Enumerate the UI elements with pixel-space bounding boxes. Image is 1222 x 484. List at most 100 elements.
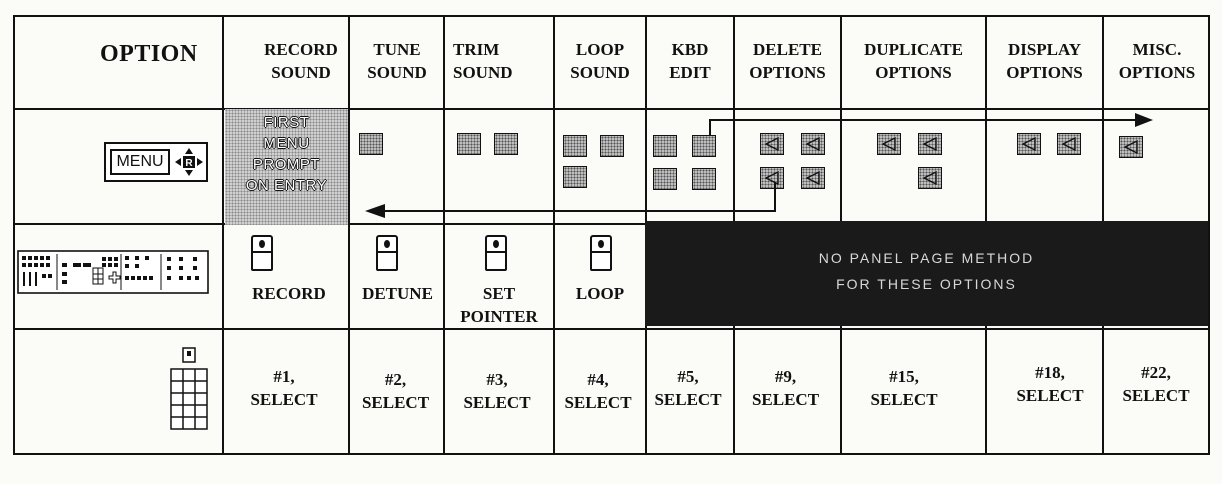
header-display-options: DISPLAY OPTIONS xyxy=(987,38,1102,84)
no-panel-line: NO PANEL PAGE METHOD xyxy=(818,250,1035,266)
header-delete-options: DELETE OPTIONS xyxy=(735,38,840,84)
keypad-action: SELECT xyxy=(751,390,820,409)
keypad-cell: #18, SELECT xyxy=(985,361,1115,407)
header-line: RECORD xyxy=(264,40,338,59)
no-panel-line: FOR THESE OPTIONS xyxy=(836,276,1017,292)
keypad-action: SELECT xyxy=(361,393,430,412)
display-page-icon xyxy=(1017,133,1041,155)
delete-page-icon xyxy=(760,133,784,155)
panel-detune-label: DETUNE xyxy=(362,284,433,303)
column-divider xyxy=(443,17,445,453)
header-line: OPTIONS xyxy=(749,63,826,82)
delete-page-icon xyxy=(801,133,825,155)
header-line: SOUND xyxy=(570,63,630,82)
menu-page-icon xyxy=(653,168,677,190)
front-panel-icon xyxy=(17,250,209,294)
column-divider xyxy=(222,17,224,453)
keypad-action: SELECT xyxy=(654,390,722,409)
menu-page-icon xyxy=(692,168,716,190)
header-line: OPTIONS xyxy=(1006,63,1083,82)
mouse-button-icon xyxy=(376,235,398,271)
mouse-button-icon xyxy=(590,235,612,271)
header-tune-sound: TUNE SOUND xyxy=(351,38,443,84)
keypad-action: SELECT xyxy=(1122,386,1190,405)
header-line: SOUND xyxy=(453,63,513,82)
prompt-line: ON ENTRY xyxy=(245,177,328,194)
header-line: LOOP xyxy=(575,40,625,59)
menu-page-icon xyxy=(563,166,587,188)
header-record-sound: RECORD SOUND xyxy=(255,38,347,84)
no-panel-block: NO PANEL PAGE METHOD FOR THESE OPTIONS xyxy=(645,221,1208,326)
keypad-action: SELECT xyxy=(564,393,632,412)
svg-text:R: R xyxy=(185,158,193,169)
header-line: SOUND xyxy=(271,63,331,82)
delete-page-icon xyxy=(801,167,825,189)
prompt-line: PROMPT xyxy=(252,156,321,173)
keypad-cell: #15, SELECT xyxy=(840,365,968,411)
keypad-number: #22, xyxy=(1141,363,1171,382)
option-label: OPTION xyxy=(100,41,198,67)
panel-loop-label: LOOP xyxy=(575,284,625,303)
first-menu-prompt-box xyxy=(225,109,348,225)
keypad-cell: #22, SELECT xyxy=(1103,361,1209,407)
keypad-cell: #3, SELECT xyxy=(443,368,551,414)
keypad-number: #1, xyxy=(273,367,295,386)
header-line: OPTIONS xyxy=(875,63,952,82)
panel-line: SET xyxy=(482,284,516,303)
keypad-cell: #9, SELECT xyxy=(733,365,838,411)
keypad-number: #18, xyxy=(1035,363,1065,382)
menu-page-icon xyxy=(359,133,383,155)
keypad-cell: #2, SELECT xyxy=(348,368,443,414)
column-divider xyxy=(348,17,350,453)
row-divider xyxy=(15,223,1208,225)
duplicate-page-icon xyxy=(918,133,942,155)
header-misc-options: MISC. OPTIONS xyxy=(1104,38,1210,84)
keypad-cell: #1, SELECT xyxy=(225,365,343,411)
keypad-action: SELECT xyxy=(463,393,531,412)
menu-page-icon xyxy=(692,135,716,157)
header-line: EDIT xyxy=(669,63,711,82)
menu-page-icon xyxy=(494,133,518,155)
header-line: TUNE xyxy=(373,40,421,59)
header-line: KBD xyxy=(671,40,709,59)
header-line: DUPLICATE xyxy=(864,40,963,59)
panel-set-pointer-label: SET POINTER xyxy=(445,282,553,328)
misc-page-icon xyxy=(1119,136,1143,158)
prompt-line: FIRST xyxy=(263,114,310,131)
menu-page-icon xyxy=(563,135,587,157)
header-duplicate-options: DUPLICATE OPTIONS xyxy=(842,38,985,84)
keypad-action: SELECT xyxy=(250,390,318,409)
keypad-number: #4, xyxy=(587,370,609,389)
keypad-cell: #5, SELECT xyxy=(645,365,731,411)
keypad-number: #15, xyxy=(889,367,919,386)
keypad-action: SELECT xyxy=(1016,386,1084,405)
panel-record-label: RECORD xyxy=(252,284,326,303)
keypad-icon xyxy=(170,347,208,430)
keypad-number: #2, xyxy=(384,370,407,389)
keypad-cell: #4, SELECT xyxy=(553,368,643,414)
row-divider xyxy=(15,108,1208,110)
header-line: MISC. xyxy=(1132,40,1182,59)
prompt-line: MENU xyxy=(263,135,310,152)
header-loop-sound: LOOP SOUND xyxy=(555,38,645,84)
duplicate-page-icon xyxy=(918,167,942,189)
keypad-number: #9, xyxy=(774,367,797,386)
header-line: TRIM xyxy=(453,40,500,59)
arrow-pad-icon: R xyxy=(175,148,203,176)
header-line: DELETE xyxy=(753,40,822,59)
first-menu-prompt-text: FIRST MENU PROMPT ON ENTRY xyxy=(225,112,348,196)
panel-line: POINTER xyxy=(460,307,538,326)
menu-page-icon xyxy=(457,133,481,155)
header-line: OPTIONS xyxy=(1118,63,1196,82)
menu-page-icon xyxy=(600,135,624,157)
duplicate-page-icon xyxy=(877,133,901,155)
header-line: DISPLAY xyxy=(1007,40,1082,59)
mouse-button-icon xyxy=(251,235,273,271)
keypad-number: #3, xyxy=(486,370,508,389)
menu-key-icon: MENU R xyxy=(104,142,208,182)
keypad-action: SELECT xyxy=(870,390,938,409)
row-divider xyxy=(15,328,1208,330)
menu-page-icon xyxy=(653,135,677,157)
menu-key-label: MENU xyxy=(110,149,170,175)
mouse-button-icon xyxy=(485,235,507,271)
